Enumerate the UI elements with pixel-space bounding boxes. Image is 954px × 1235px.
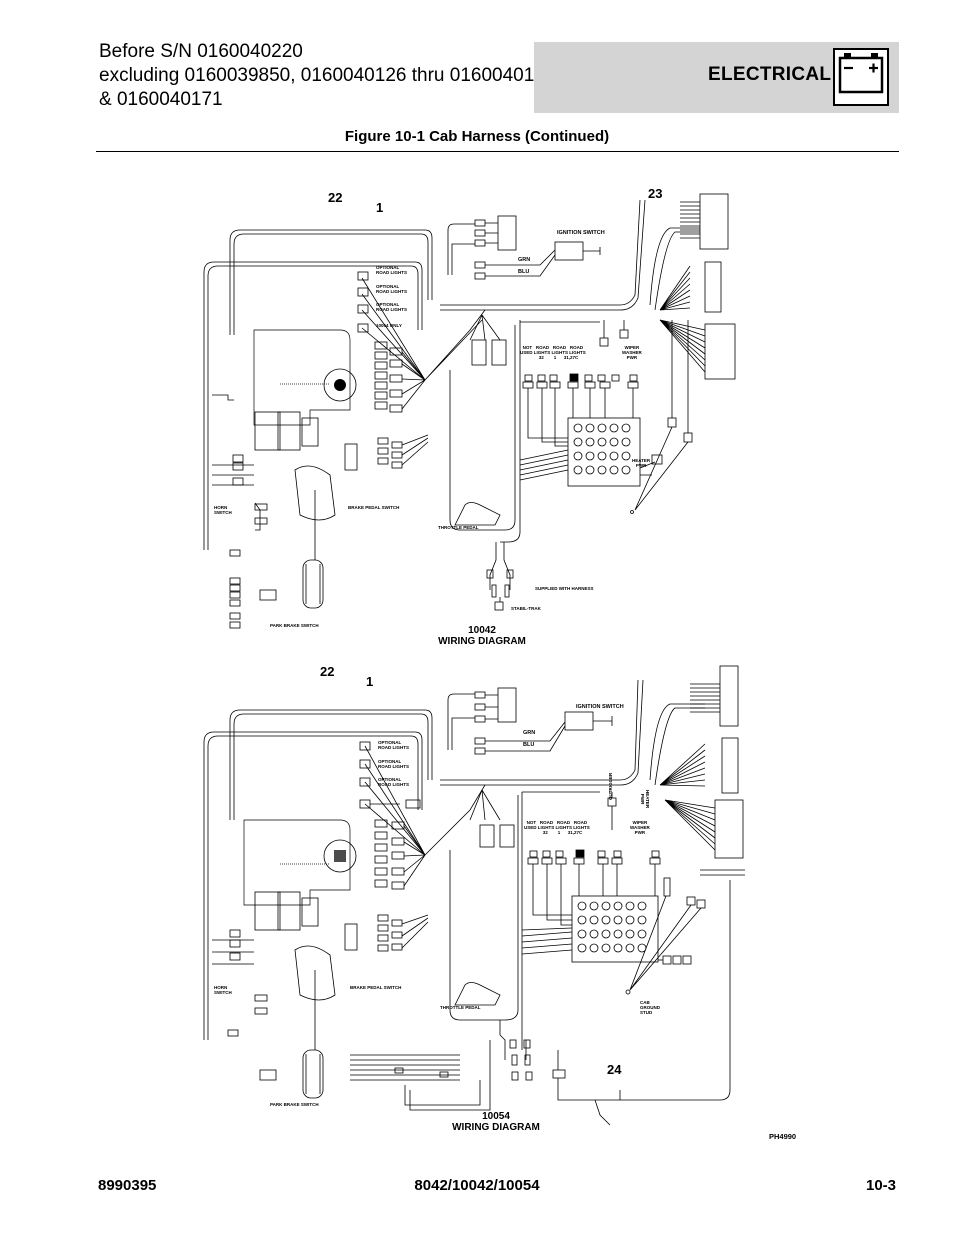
wiring-diagram-10054-drawing bbox=[203, 665, 745, 1126]
stabil-trak-label: STABIL-TRAK bbox=[511, 606, 541, 611]
serial-line-2: excluding 0160039850, 0160040126 thru 01… bbox=[99, 65, 556, 86]
outrigger-label: OUTRIGGER bbox=[608, 772, 613, 800]
ignition-switch-label: IGNITION SWITCH bbox=[557, 230, 605, 236]
grn-label: GRN bbox=[518, 257, 531, 263]
wiring-diagram-10054: 22 1 24 IGNITION SWITCH GRN BLU OPTIONAL… bbox=[200, 660, 745, 1140]
section-title: ELECTRICAL bbox=[708, 64, 832, 85]
wiring-diagram-10042: 22 1 23 IGNITION SWITCH GRN BLU OPTIONAL… bbox=[200, 180, 745, 650]
footer-part-number: 8990395 bbox=[98, 1177, 157, 1194]
callout-1: 1 bbox=[366, 674, 374, 689]
wiper-washer-pwr-label: WIPER WASHER PWR bbox=[630, 820, 650, 835]
brake-pedal-switch-label: BRAKE PEDAL SWITCH bbox=[350, 985, 402, 990]
blu-label: BLU bbox=[518, 269, 530, 275]
figure-title: Figure 10-1 Cab Harness (Continued) bbox=[344, 128, 610, 145]
callout-23: 23 bbox=[648, 186, 663, 201]
supplied-with-harness-label: SUPPLIED WITH HARNESS bbox=[535, 586, 594, 591]
road-lights-row-label: NOT ROAD ROAD ROAD USED LIGHTS LIGHTS LI… bbox=[524, 820, 590, 835]
serial-number-note: Before S/N 0160040220 excluding 01600398… bbox=[99, 40, 556, 112]
wiring-diagram-10042-drawing bbox=[203, 193, 736, 629]
battery-icon bbox=[833, 48, 889, 106]
diagram-title: WIRING DIAGRAM bbox=[452, 1122, 540, 1133]
cab-ground-stud-label: CAB GROUND STUD bbox=[640, 1000, 660, 1015]
optional-road-lights-label-1: OPTIONAL ROAD LIGHTS bbox=[376, 265, 407, 275]
optional-road-lights-label-2: OPTIONAL ROAD LIGHTS bbox=[376, 284, 407, 294]
wiring-diagram-10054-title: 10054 WIRING DIAGRAM bbox=[436, 1111, 556, 1133]
callout-22: 22 bbox=[328, 190, 343, 205]
10054-only-label: 10054 ONLY bbox=[376, 323, 402, 328]
ignition-switch-label: IGNITION SWITCH bbox=[576, 704, 624, 710]
grn-label: GRN bbox=[523, 730, 536, 736]
optional-road-lights-label-3: OPTIONAL ROAD LIGHTS bbox=[378, 777, 409, 787]
diagram-number: 10054 bbox=[482, 1111, 510, 1122]
diagram-number: 10042 bbox=[468, 625, 496, 636]
diagram-title: WIRING DIAGRAM bbox=[438, 636, 526, 647]
wiring-diagram-10042-title: 10042 WIRING DIAGRAM bbox=[422, 625, 542, 647]
park-brake-switch-label: PARK BRAKE SWITCH bbox=[270, 623, 319, 628]
drawing-code: PH4990 bbox=[769, 1132, 797, 1141]
wiper-washer-pwr-label: WIPER WASHER PWR bbox=[622, 345, 642, 360]
heater-pwr-label: HEATER PWR bbox=[640, 790, 650, 809]
optional-road-lights-label-1: OPTIONAL ROAD LIGHTS bbox=[378, 740, 409, 750]
road-lights-row-label: NOT ROAD ROAD ROAD USED LIGHTS LIGHTS LI… bbox=[520, 345, 586, 360]
horn-switch-label: HORN SWITCH bbox=[214, 505, 232, 515]
park-brake-switch-label: PARK BRAKE SWITCH bbox=[270, 1102, 319, 1107]
optional-road-lights-label-3: OPTIONAL ROAD LIGHTS bbox=[376, 302, 407, 312]
serial-line-1: Before S/N 0160040220 bbox=[99, 41, 303, 62]
throttle-pedal-label: THROTTLE PEDAL bbox=[440, 1005, 481, 1010]
optional-road-lights-label-2: OPTIONAL ROAD LIGHTS bbox=[378, 759, 409, 769]
footer-page-number: 10-3 bbox=[866, 1177, 897, 1194]
callout-24: 24 bbox=[607, 1062, 622, 1077]
callout-22: 22 bbox=[320, 664, 335, 679]
callout-1: 1 bbox=[376, 200, 384, 215]
brake-pedal-switch-label: BRAKE PEDAL SWITCH bbox=[348, 505, 400, 510]
throttle-pedal-label: THROTTLE PEDAL bbox=[438, 525, 479, 530]
footer-models: 8042/10042/10054 bbox=[414, 1177, 540, 1194]
heater-pwr-label: HEATER PWR bbox=[632, 458, 651, 468]
serial-line-3: & 0160040171 bbox=[99, 89, 223, 110]
blu-label: BLU bbox=[523, 742, 535, 748]
horn-switch-label: HORN SWITCH bbox=[214, 985, 232, 995]
header-rule bbox=[96, 151, 899, 152]
